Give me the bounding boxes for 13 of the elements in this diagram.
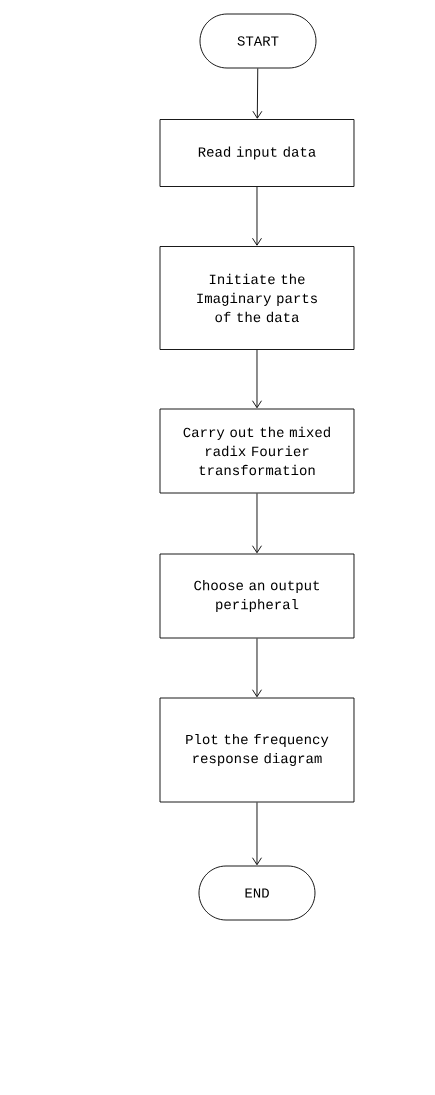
process-box: Choose an output peripheral: [159, 553, 355, 639]
terminal-box: END: [198, 865, 316, 921]
process-box: Plot the frequency response diagram: [159, 697, 355, 803]
arrow: [252, 802, 262, 866]
arrow: [252, 349, 262, 409]
arrow: [252, 186, 262, 246]
arrow: [252, 493, 262, 554]
process-box: Initiate the Imaginary parts of the data: [159, 246, 355, 350]
arrow: [252, 68, 263, 119]
arrow: [252, 638, 262, 698]
process-box: Read input data: [159, 119, 355, 187]
process-box: Carry out the mixed radix Fourier transformation: [159, 408, 355, 494]
terminal-box: START: [199, 13, 317, 69]
